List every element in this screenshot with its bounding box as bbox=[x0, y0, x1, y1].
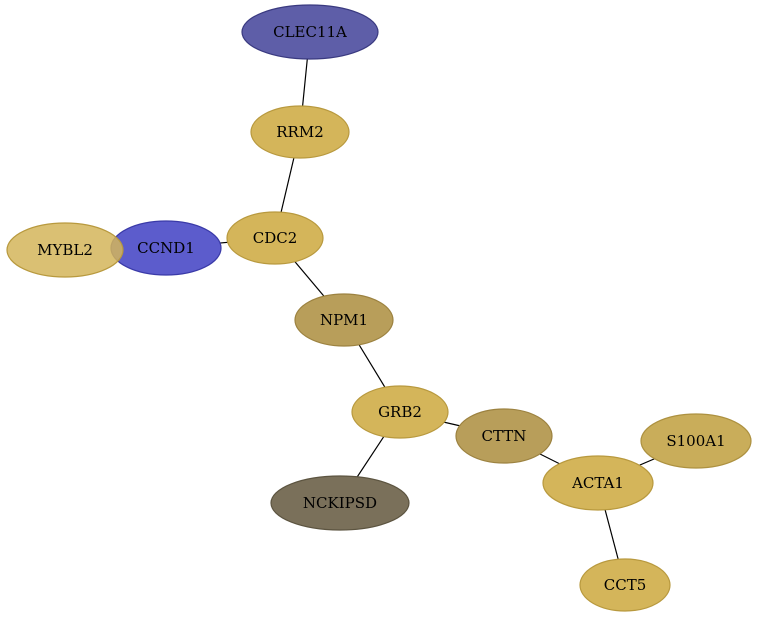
node-s100a1[interactable]: S100A1 bbox=[640, 413, 752, 469]
node-label: NCKIPSD bbox=[303, 494, 377, 512]
node-ellipse bbox=[241, 4, 379, 60]
node-label: CDC2 bbox=[253, 229, 298, 247]
node-label: GRB2 bbox=[378, 403, 422, 421]
node-ellipse bbox=[226, 211, 324, 265]
node-ellipse bbox=[250, 105, 350, 159]
node-ellipse bbox=[351, 385, 449, 439]
node-ellipse bbox=[640, 413, 752, 469]
node-label: CLEC11A bbox=[273, 23, 347, 41]
node-label: CTTN bbox=[482, 427, 527, 445]
node-label: CCT5 bbox=[604, 576, 647, 594]
node-npm1[interactable]: NPM1 bbox=[294, 293, 394, 347]
node-ccnd1[interactable]: CCND1 bbox=[110, 220, 222, 276]
node-label: RRM2 bbox=[276, 123, 324, 141]
node-acta1[interactable]: ACTA1 bbox=[542, 455, 654, 511]
node-ellipse bbox=[455, 408, 553, 464]
node-cct5[interactable]: CCT5 bbox=[579, 558, 671, 612]
node-label: NPM1 bbox=[320, 311, 368, 329]
node-ellipse bbox=[294, 293, 394, 347]
node-nckipsd[interactable]: NCKIPSD bbox=[270, 475, 410, 531]
node-ellipse bbox=[542, 455, 654, 511]
node-label: ACTA1 bbox=[571, 474, 624, 492]
node-grb2[interactable]: GRB2 bbox=[351, 385, 449, 439]
node-mybl2[interactable]: MYBL2 bbox=[6, 222, 124, 278]
node-cttn[interactable]: CTTN bbox=[455, 408, 553, 464]
node-label: MYBL2 bbox=[37, 241, 93, 259]
node-rrm2[interactable]: RRM2 bbox=[250, 105, 350, 159]
node-ellipse bbox=[579, 558, 671, 612]
node-cdc2[interactable]: CDC2 bbox=[226, 211, 324, 265]
node-label: CCND1 bbox=[137, 239, 195, 257]
node-ellipse bbox=[6, 222, 124, 278]
node-clec11a[interactable]: CLEC11A bbox=[241, 4, 379, 60]
node-label: S100A1 bbox=[666, 432, 725, 450]
node-ellipse bbox=[270, 475, 410, 531]
